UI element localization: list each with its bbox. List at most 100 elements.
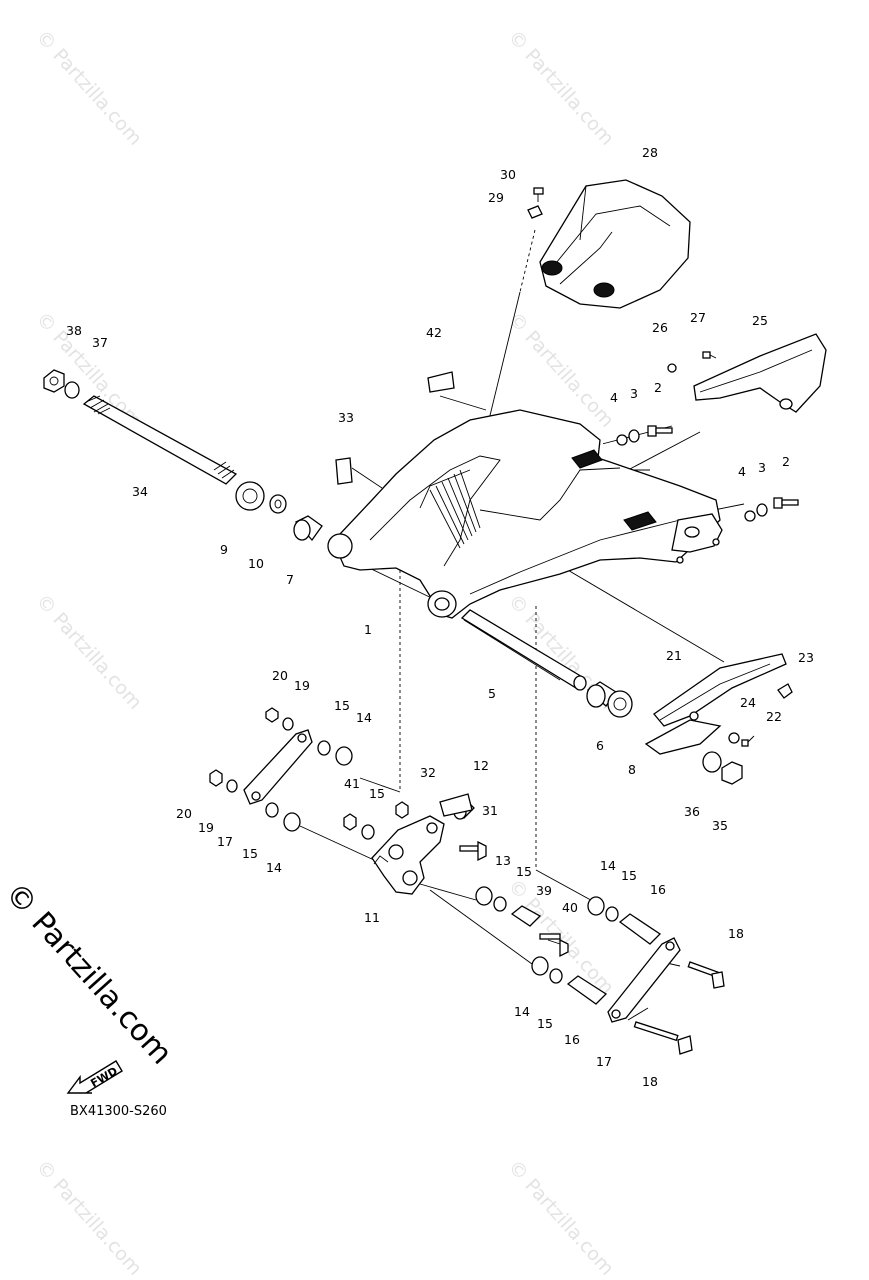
part-7-bearing[interactable] [293, 515, 323, 542]
callout-14[interactable]: 14 [600, 858, 616, 873]
callout-11[interactable]: 11 [364, 910, 380, 925]
part-15-washer[interactable] [361, 824, 375, 840]
part-5-collar[interactable] [460, 609, 587, 691]
callout-4[interactable]: 4 [738, 464, 746, 479]
callout-40[interactable]: 40 [562, 900, 578, 915]
part-1-swingarm[interactable] [327, 409, 723, 619]
callout-21[interactable]: 21 [666, 648, 682, 663]
callout-2[interactable]: 2 [782, 454, 790, 469]
part-23-screw[interactable] [777, 683, 793, 699]
callout-15[interactable]: 15 [516, 864, 532, 879]
callout-17[interactable]: 17 [596, 1054, 612, 1069]
callout-3[interactable]: 3 [758, 460, 766, 475]
part-15-washer[interactable] [549, 968, 563, 984]
part-17-link[interactable] [607, 937, 681, 1023]
part-15-washer[interactable] [317, 740, 331, 756]
callout-37[interactable]: 37 [92, 335, 108, 350]
part-19-washer[interactable] [282, 717, 294, 731]
part-4-washer[interactable] [616, 434, 628, 446]
callout-38[interactable]: 38 [66, 323, 82, 338]
callout-19[interactable]: 19 [198, 820, 214, 835]
callout-13[interactable]: 13 [495, 853, 511, 868]
part-19-washer[interactable] [226, 779, 238, 793]
part-2-bolt[interactable] [773, 497, 799, 509]
callout-10[interactable]: 10 [248, 556, 264, 571]
callout-18[interactable]: 18 [728, 926, 744, 941]
callout-5[interactable]: 5 [488, 686, 496, 701]
part-14-bearing[interactable] [283, 812, 301, 832]
callout-15[interactable]: 15 [369, 786, 385, 801]
part-26-bolt[interactable] [667, 363, 677, 373]
part-18-bolt[interactable] [633, 1021, 693, 1055]
part-22-bolt[interactable] [741, 735, 755, 747]
callout-15[interactable]: 15 [621, 868, 637, 883]
callout-15[interactable]: 15 [242, 846, 258, 861]
callout-27[interactable]: 27 [690, 310, 706, 325]
callout-14[interactable]: 14 [514, 1004, 530, 1019]
part-24-washer[interactable] [728, 732, 740, 744]
callout-42[interactable]: 42 [426, 325, 442, 340]
part-25-chain-guard[interactable] [693, 333, 827, 413]
callout-33[interactable]: 33 [338, 410, 354, 425]
part-18-bolt[interactable] [687, 961, 725, 989]
callout-29[interactable]: 29 [488, 190, 504, 205]
callout-17[interactable]: 17 [217, 834, 233, 849]
part-40-bolt[interactable] [539, 933, 569, 958]
callout-14[interactable]: 14 [266, 860, 282, 875]
part-16-collar[interactable] [566, 975, 608, 1005]
callout-26[interactable]: 26 [652, 320, 668, 335]
part-14-bearing[interactable] [587, 896, 605, 916]
callout-19[interactable]: 19 [294, 678, 310, 693]
callout-4[interactable]: 4 [610, 390, 618, 405]
part-30-bolt[interactable] [533, 187, 544, 202]
part-31-bolt[interactable] [459, 840, 487, 862]
callout-25[interactable]: 25 [752, 313, 768, 328]
part-36-washer[interactable] [702, 751, 722, 773]
callout-34[interactable]: 34 [132, 484, 148, 499]
callout-16[interactable]: 16 [650, 882, 666, 897]
callout-36[interactable]: 36 [684, 804, 700, 819]
part-11-relay-arm[interactable] [371, 815, 445, 895]
part-15-washer[interactable] [493, 896, 507, 912]
part-17-link[interactable] [243, 729, 313, 805]
callout-18[interactable]: 18 [642, 1074, 658, 1089]
callout-23[interactable]: 23 [798, 650, 814, 665]
callout-8[interactable]: 8 [628, 762, 636, 777]
part-3-nut[interactable] [756, 503, 768, 517]
callout-32[interactable]: 32 [420, 765, 436, 780]
callout-12[interactable]: 12 [473, 758, 489, 773]
part-32-nut[interactable] [395, 801, 409, 819]
part-21-chain-slider[interactable] [644, 653, 787, 755]
callout-39[interactable]: 39 [536, 883, 552, 898]
part-10-washer[interactable] [269, 494, 287, 514]
part-27-bolt[interactable] [702, 351, 717, 359]
callout-30[interactable]: 30 [500, 167, 516, 182]
callout-14[interactable]: 14 [356, 710, 372, 725]
callout-41[interactable]: 41 [344, 776, 360, 791]
callout-20[interactable]: 20 [272, 668, 288, 683]
part-29-grommet[interactable] [527, 205, 543, 219]
part-14-bearing[interactable] [335, 746, 353, 766]
part-14-bearing[interactable] [531, 956, 549, 976]
callout-15[interactable]: 15 [537, 1016, 553, 1031]
callout-6[interactable]: 6 [596, 738, 604, 753]
part-16-collar[interactable] [618, 913, 662, 945]
part-34-pivot-shaft[interactable] [82, 395, 238, 485]
callout-3[interactable]: 3 [630, 386, 638, 401]
part-13-bearing[interactable] [475, 886, 493, 906]
callout-1[interactable]: 1 [364, 622, 372, 637]
part-4-washer[interactable] [744, 510, 756, 522]
part-41-nut[interactable] [343, 813, 357, 831]
part-15-washer[interactable] [605, 906, 619, 922]
callout-24[interactable]: 24 [740, 695, 756, 710]
part-28-cover[interactable] [539, 179, 691, 309]
callout-2[interactable]: 2 [654, 380, 662, 395]
part-35-nut[interactable] [721, 761, 743, 785]
part-20-nut[interactable] [265, 707, 279, 723]
part-2-bolt[interactable] [647, 425, 673, 437]
callout-16[interactable]: 16 [564, 1032, 580, 1047]
callout-9[interactable]: 9 [220, 542, 228, 557]
part-3-nut[interactable] [628, 429, 640, 443]
callout-7[interactable]: 7 [286, 572, 294, 587]
callout-28[interactable]: 28 [642, 145, 658, 160]
